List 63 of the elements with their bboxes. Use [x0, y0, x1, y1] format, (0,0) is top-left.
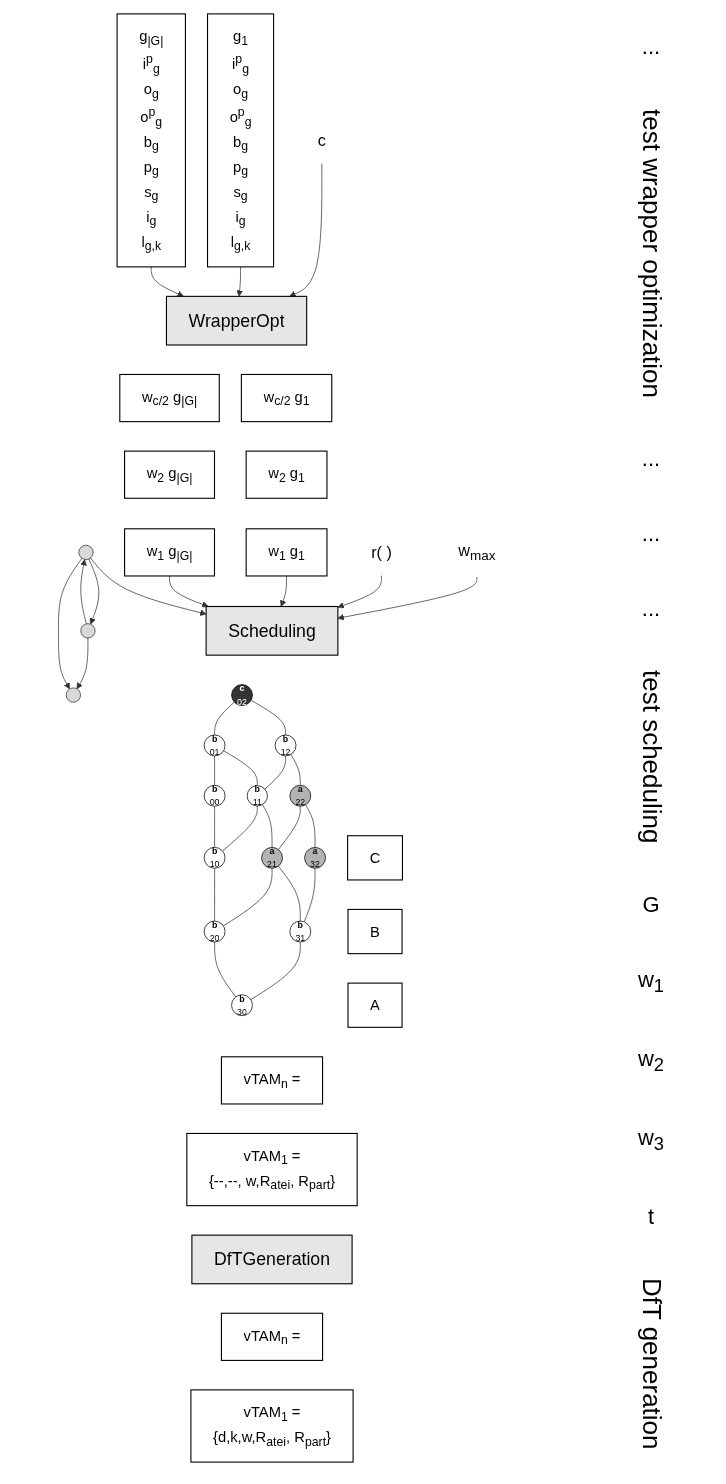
- node-box: w$_{2}$ g$_{|G|}$: [124, 450, 216, 499]
- note-label: w$_{3}$: [637, 1124, 665, 1155]
- note-label: t: [647, 1203, 655, 1230]
- note-label: w$_{1}$: [637, 966, 665, 998]
- node-box: vTAM$_{1}$ = {--,--, w,R$_{atei}$, R$_{part}$}: [186, 1132, 358, 1207]
- note-label: ...: [641, 595, 661, 622]
- note-label: w$_{2}$: [637, 1045, 665, 1077]
- node-circle: b 11: [246, 785, 268, 807]
- connector: [214, 867, 215, 922]
- node-circle: b 20: [203, 920, 226, 943]
- node-circle: a 32: [304, 847, 326, 869]
- connector: [250, 941, 301, 1000]
- node-box: vTAM$_{n}$ =: [220, 1312, 324, 1361]
- phase-label: DfT generation: [635, 1278, 667, 1450]
- node-box: Scheduling: [205, 605, 339, 656]
- node-box: vTAM$_{n}$ =: [220, 1056, 324, 1105]
- connector: [222, 805, 258, 852]
- node-circle: a 21: [261, 847, 283, 869]
- connector: [223, 867, 273, 927]
- node-text: w$_{max}$: [458, 541, 496, 564]
- node-box: C: [347, 835, 403, 881]
- connector: [214, 755, 215, 786]
- note-label: ...: [641, 446, 661, 473]
- node-text: r( ): [371, 543, 392, 562]
- node-circle: b 00: [203, 785, 226, 807]
- node-box: w$_{2}$ g$_{1}$: [245, 450, 328, 499]
- node-box: w$_{c/2}$ g$_{1}$: [240, 373, 333, 423]
- node-circle: b 12: [274, 734, 297, 757]
- node-box: B: [347, 908, 403, 955]
- node-box: WrapperOpt: [165, 295, 308, 346]
- connector: [223, 750, 258, 787]
- node-circle: b 01: [203, 734, 226, 757]
- node-circle: b 31: [289, 920, 312, 943]
- connector: [264, 755, 286, 790]
- connector: [278, 865, 301, 922]
- node-box: vTAM$_{1}$ = {d,k,w,R$_{atei}$, R$_{part}$}: [190, 1389, 354, 1463]
- node-box: DfTGeneration: [191, 1234, 353, 1285]
- node-box: A: [347, 982, 403, 1028]
- connector: [250, 699, 286, 736]
- connector: [305, 804, 316, 848]
- phase-label: test scheduling: [635, 670, 667, 844]
- node-circle: [65, 687, 81, 703]
- note-label: G: [642, 892, 660, 919]
- node-circle: c 02: [231, 684, 253, 706]
- node-box: w$_{1}$ g$_{|G|}$: [124, 528, 216, 577]
- note-label: ...: [641, 34, 661, 61]
- connector: [290, 754, 301, 786]
- connector: [214, 805, 215, 848]
- note-label: ...: [641, 521, 661, 547]
- connector: [278, 805, 301, 850]
- node-text: c: [317, 131, 326, 150]
- connector: [214, 701, 235, 736]
- node-box: w$_{c/2}$ g$_{|G|}$: [119, 373, 220, 423]
- node-circle: b 30: [231, 994, 253, 1017]
- connector: [262, 804, 273, 848]
- connector: [214, 941, 237, 998]
- node-circle: b 10: [203, 847, 226, 869]
- node-circle: [78, 544, 94, 560]
- node-circle: a 22: [289, 785, 312, 807]
- connector: [303, 867, 316, 923]
- phase-label: test wrapper optimization: [635, 108, 667, 398]
- node-circle: [80, 623, 96, 639]
- node-box: w$_{1}$ g$_{1}$: [245, 528, 328, 577]
